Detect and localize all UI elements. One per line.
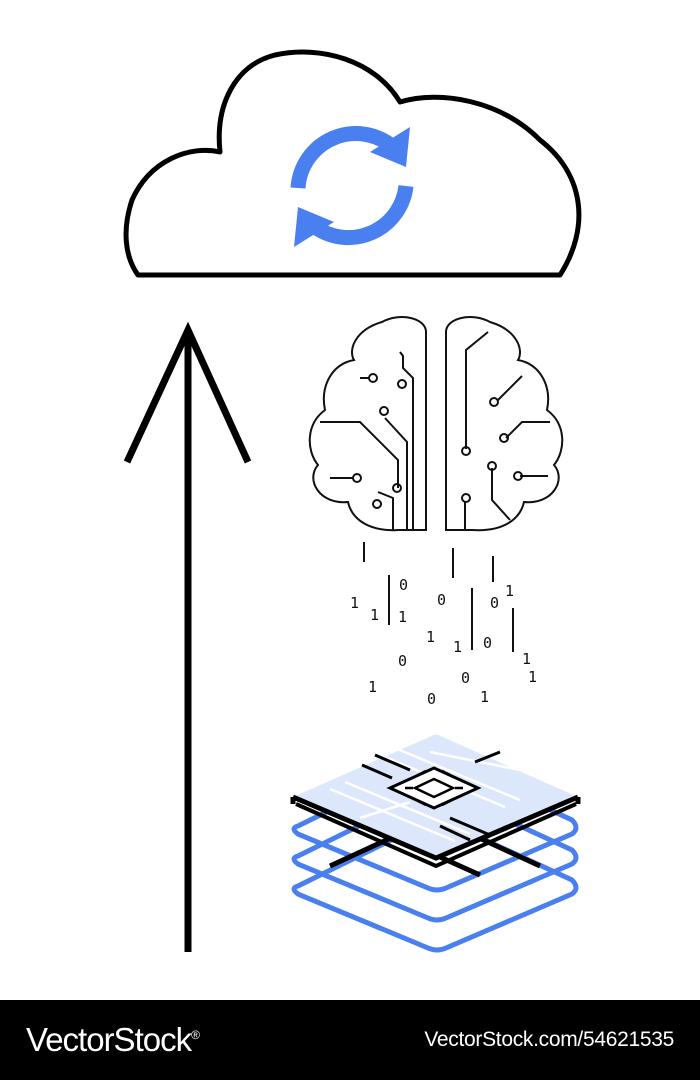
brand-logo[interactable]: VectorStock® <box>26 1021 200 1059</box>
footer-bar: VectorStock® VectorStock.com/54621535 <box>0 1000 700 1080</box>
cloud-outline <box>123 49 582 278</box>
sync-arrow-bottom <box>310 184 414 246</box>
binary-digit: 0 <box>427 690 436 708</box>
binary-digit: 1 <box>426 628 435 646</box>
up-arrow-icon <box>123 321 252 952</box>
binary-digit: 0 <box>437 591 446 609</box>
circuit-brain-icon <box>308 316 564 532</box>
binary-digit: 1 <box>370 606 379 624</box>
binary-digit: 1 <box>522 650 531 668</box>
brand-registered-mark: ® <box>191 1028 200 1042</box>
binary-digit: 0 <box>399 576 408 594</box>
cloud-sync-icon <box>123 49 582 278</box>
brain-left-lobe <box>308 316 427 532</box>
binary-digit: 0 <box>398 652 407 670</box>
sync-icon <box>290 126 414 247</box>
binary-digit: 1 <box>368 678 377 696</box>
sync-arrow-top <box>290 126 398 189</box>
binary-digit: 0 <box>490 594 499 612</box>
chip-layers-icon <box>290 734 581 953</box>
binary-digit: 1 <box>480 688 489 706</box>
binary-digit: 1 <box>398 608 407 626</box>
sync-arrowhead-bottom <box>294 207 334 247</box>
binary-digit: 0 <box>461 669 470 687</box>
binary-digit: 1 <box>528 668 537 686</box>
binary-digit: 1 <box>350 594 359 612</box>
brain-right-lobe <box>445 316 564 532</box>
brand-name: VectorStock <box>26 1021 192 1058</box>
asset-url[interactable]: VectorStock.com/54621535 <box>424 1028 674 1051</box>
sync-arrowhead-top <box>370 127 410 167</box>
binary-digit: 1 <box>453 638 462 656</box>
cpu-chip <box>386 766 482 810</box>
binary-digit: 1 <box>505 582 514 600</box>
binary-digit: 0 <box>483 634 492 652</box>
